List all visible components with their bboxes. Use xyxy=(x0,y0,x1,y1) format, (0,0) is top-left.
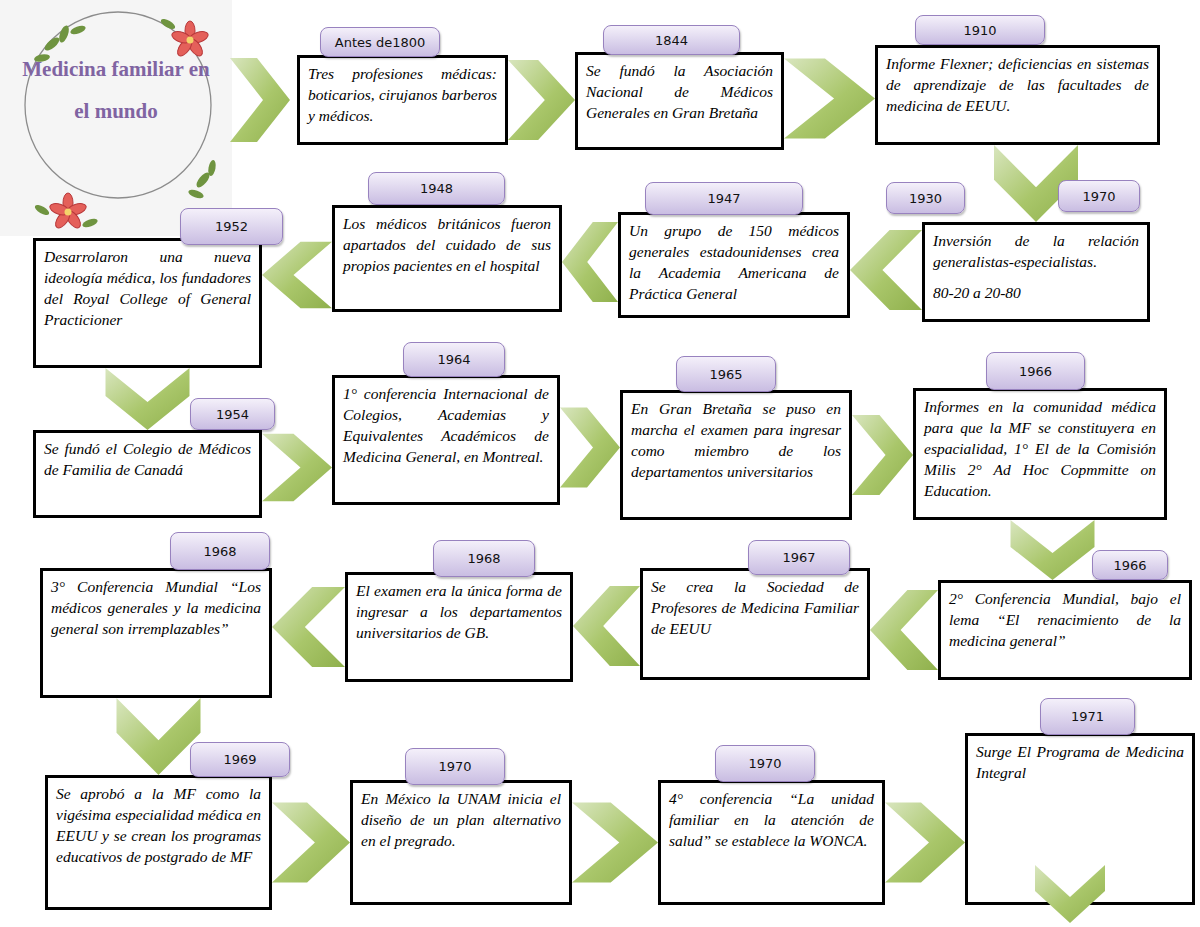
title-backdrop xyxy=(0,0,232,236)
event-text: 80-20 a 20-80 xyxy=(925,272,1147,303)
chevron-arrow xyxy=(562,222,618,302)
chevron-arrow xyxy=(885,803,965,883)
event-text: En Gran Bretaña se puso en marcha el exa… xyxy=(623,393,849,482)
event-text: Inversión de la relación generalistas-es… xyxy=(925,225,1147,272)
chevron-arrow xyxy=(1011,520,1095,580)
timeline-box: 1910Informe Flexner; deficiencias en sis… xyxy=(875,45,1160,145)
chevron-arrow xyxy=(573,586,640,666)
timeline-box: 19641° conferencia Internacional de Cole… xyxy=(332,375,560,505)
event-text: El examen era la única forma de ingresar… xyxy=(348,575,570,643)
year-tab: 1970 xyxy=(1058,180,1140,212)
year-tab: 1844 xyxy=(603,25,740,55)
year-tab: 1965 xyxy=(676,356,776,392)
timeline-box: 1954Se fundó el Colegio de Médicos de Fa… xyxy=(33,430,262,518)
year-tab: 1966 xyxy=(986,352,1085,390)
chevron-arrow xyxy=(572,803,658,883)
year-tab: 1964 xyxy=(403,342,505,377)
chevron-arrow xyxy=(272,803,350,883)
event-text: Los médicos británicos fueron apartados … xyxy=(335,208,559,276)
timeline-box: 1970En México la UNAM inicia el diseño d… xyxy=(350,780,572,905)
year-tab: 1966 xyxy=(1092,550,1168,580)
chevron-arrow xyxy=(560,408,620,488)
year-tab: 1952 xyxy=(180,208,283,245)
timeline-box: 1844Se fundó la Asociación Nacional de M… xyxy=(575,52,784,150)
timeline-box: 1947Un grupo de 150 médicos generales es… xyxy=(618,212,850,318)
diagram-title: Medicina familiar en el mundo xyxy=(22,48,210,132)
year-tab: 1930 xyxy=(886,182,965,214)
timeline-box: 1971Surge El Programa de Medicina Integr… xyxy=(965,733,1195,905)
year-tab: 1948 xyxy=(368,172,505,205)
year-tab: 1967 xyxy=(748,540,850,575)
event-text: Informes en la comunidad médica para que… xyxy=(916,391,1164,501)
timeline-box: 1968El examen era la única forma de ingr… xyxy=(345,572,573,682)
chevron-arrow xyxy=(870,590,938,670)
chevron-arrow xyxy=(262,434,332,502)
year-tab: 1954 xyxy=(190,398,275,430)
timeline-box: 1952Desarrolaron una nueva ideología méd… xyxy=(33,238,262,368)
event-text: 4° conferencia “La unidad familiar en la… xyxy=(661,783,882,851)
event-text: Informe Flexner; deficiencias en sistema… xyxy=(878,48,1157,116)
event-text: 3° Conferencia Mundial “Los médicos gene… xyxy=(43,571,269,639)
year-tab: 1947 xyxy=(645,182,803,215)
event-text: 1° conferencia Internacional de Colegios… xyxy=(335,378,557,467)
year-tab: 1968 xyxy=(170,532,270,570)
timeline-box: 19662° Conferencia Mundial, bajo el lema… xyxy=(938,580,1192,680)
chevron-arrow xyxy=(850,230,922,310)
timeline-box: 1969Se aprobó a la MF como la vigésima e… xyxy=(45,775,272,910)
chevron-arrow xyxy=(852,415,913,495)
year-tab: 1910 xyxy=(915,15,1045,45)
timeline-box: 19301970Inversión de la relación general… xyxy=(922,222,1150,322)
timeline-box: 1948Los médicos británicos fueron aparta… xyxy=(332,205,562,312)
event-text: Un grupo de 150 médicos generales estado… xyxy=(621,215,847,304)
chevron-arrow xyxy=(262,242,332,309)
event-text: Se fundó la Asociación Nacional de Médic… xyxy=(578,55,781,123)
timeline-box: Antes de1800Tres profesiones médicas: bo… xyxy=(297,55,508,145)
year-tab: 1970 xyxy=(405,748,505,785)
chevron-arrow xyxy=(508,60,575,140)
event-text: Se crea la Sociedad de Profesores de Med… xyxy=(643,571,867,639)
chevron-arrow xyxy=(117,698,201,775)
chevron-arrow xyxy=(784,59,875,139)
red-flower xyxy=(48,193,87,230)
event-text: Tres profesiones médicas: boticarios, ci… xyxy=(300,58,505,126)
timeline-box: 1965En Gran Bretaña se puso en marcha el… xyxy=(620,390,852,520)
timeline-box: 1966Informes en la comunidad médica para… xyxy=(913,388,1167,520)
chevron-arrow xyxy=(106,368,190,430)
chevron-arrow xyxy=(272,587,345,667)
event-text: Se fundó el Colegio de Médicos de Famili… xyxy=(36,433,259,480)
red-flower xyxy=(170,21,209,58)
year-tab: 1970 xyxy=(715,745,815,782)
event-text: En México la UNAM inicia el diseño de un… xyxy=(353,783,569,851)
timeline-box: 19683° Conferencia Mundial “Los médicos … xyxy=(40,568,272,698)
event-text: Se aprobó a la MF como la vigésima espec… xyxy=(48,778,269,867)
timeline-box: 19704° conferencia “La unidad familiar e… xyxy=(658,780,885,905)
event-text: Surge El Programa de Medicina Integral xyxy=(968,736,1192,783)
event-text: 2° Conferencia Mundial, bajo el lema “El… xyxy=(941,583,1189,651)
timeline-box: 1967Se crea la Sociedad de Profesores de… xyxy=(640,568,870,680)
year-tab: Antes de1800 xyxy=(320,27,440,57)
chevron-arrow xyxy=(230,58,290,142)
year-tab: 1969 xyxy=(190,742,290,777)
year-tab: 1971 xyxy=(1040,698,1135,735)
event-text: Desarrolaron una nueva ideología médica,… xyxy=(36,241,259,330)
year-tab: 1968 xyxy=(433,540,535,577)
